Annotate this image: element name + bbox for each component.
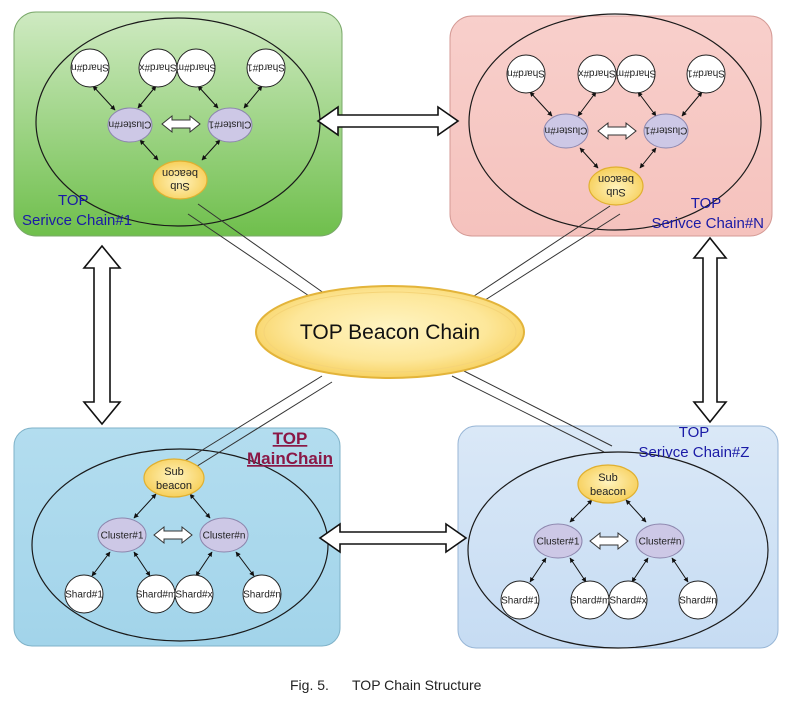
shard-node bbox=[686, 54, 726, 94]
sub-beacon-node bbox=[577, 464, 639, 504]
cluster-label: Cluster#1 bbox=[537, 537, 580, 548]
cluster-link-arrow bbox=[597, 121, 637, 141]
service-chain-z-network: Sub beacon Cluster#1 Cluster#n Shard#1 S… bbox=[500, 464, 718, 620]
shard-node bbox=[174, 574, 214, 614]
cluster-label: Cluster#1 bbox=[101, 531, 144, 542]
beacon-chain-inner-ring bbox=[263, 291, 517, 373]
shard-label: Shard#n bbox=[243, 590, 281, 601]
cluster-link-arrow bbox=[161, 114, 201, 134]
cluster-node bbox=[199, 517, 249, 553]
main-chain-boundary bbox=[31, 448, 329, 642]
sub-beacon-label-2: beacon bbox=[156, 480, 192, 492]
service-chain-z-title: Serivce Chain#Z bbox=[639, 444, 750, 461]
cluster-label: Cluster#n bbox=[545, 125, 588, 136]
shard-node bbox=[678, 580, 718, 620]
service-chain-z-title-top: TOP bbox=[679, 424, 710, 441]
beacon-chain-label: TOP Beacon Chain bbox=[300, 321, 480, 344]
main-chain-network: Sub beacon Cluster#1 Cluster#n Shard#1 S… bbox=[64, 458, 282, 614]
cluster-node bbox=[107, 107, 153, 143]
main-chain-title: MainChain bbox=[247, 449, 333, 468]
shard-label: Shard#m bbox=[570, 596, 611, 607]
left-vertical-double-arrow bbox=[82, 244, 122, 426]
cluster-label: Cluster#n bbox=[203, 531, 246, 542]
sub-beacon-node bbox=[588, 166, 644, 206]
shard-label: Shard#1 bbox=[501, 596, 539, 607]
service-chain-z-boundary bbox=[467, 451, 769, 649]
sub-beacon-node bbox=[143, 458, 205, 498]
service-chain-1-network: Shard#n Shard#x Shard#m Shard#1 Cluster#… bbox=[70, 48, 286, 200]
shard-label: Shard#x bbox=[609, 596, 646, 607]
service-chain-1-title: Serivce Chain#1 bbox=[22, 212, 132, 229]
cluster-label: Cluster#n bbox=[109, 119, 152, 130]
shard-label: Shard#1 bbox=[65, 590, 103, 601]
cluster-link-arrow bbox=[153, 525, 193, 545]
sub-beacon-node bbox=[152, 160, 208, 200]
shard-node bbox=[70, 48, 110, 88]
sub-beacon-label-1: Sub bbox=[606, 186, 626, 198]
service-chain-n-boundary bbox=[468, 13, 762, 231]
shard-label: Shard#x bbox=[578, 68, 615, 79]
shard-node bbox=[616, 54, 656, 94]
shard-label: Shard#1 bbox=[247, 62, 285, 73]
shard-label: Shard#x bbox=[139, 62, 176, 73]
shard-node bbox=[608, 580, 648, 620]
shard-label: Shard#n bbox=[71, 62, 109, 73]
figure-caption: TOP Chain Structure bbox=[352, 677, 482, 693]
sub-beacon-label-1: Sub bbox=[164, 466, 184, 478]
shard-node bbox=[176, 48, 216, 88]
sub-beacon-label-2: beacon bbox=[590, 486, 626, 498]
service-chain-n-title-top: TOP bbox=[691, 195, 722, 212]
service-chain-n-title: Serivce Chain#N bbox=[651, 215, 764, 232]
cluster-node bbox=[97, 517, 147, 553]
cluster-link-arrow bbox=[589, 531, 629, 551]
cluster-node bbox=[543, 113, 589, 149]
cluster-node bbox=[533, 523, 583, 559]
shard-label: Shard#1 bbox=[687, 68, 725, 79]
shard-label: Shard#n bbox=[679, 596, 717, 607]
shard-node bbox=[506, 54, 546, 94]
sub-beacon-label-1: Sub bbox=[598, 472, 618, 484]
cluster-label: Cluster#1 bbox=[208, 119, 251, 130]
top-horizontal-double-arrow bbox=[316, 105, 460, 137]
shard-node bbox=[64, 574, 104, 614]
cluster-node bbox=[643, 113, 689, 149]
cluster-node bbox=[635, 523, 685, 559]
figure-number: Fig. 5. bbox=[290, 677, 329, 693]
shard-label: Shard#m bbox=[176, 62, 217, 73]
shard-label: Shard#x bbox=[175, 590, 212, 601]
right-vertical-double-arrow bbox=[692, 236, 728, 424]
cluster-node bbox=[207, 107, 253, 143]
shard-node bbox=[577, 54, 617, 94]
sub-beacon-label-2: beacon bbox=[162, 167, 198, 179]
shard-node bbox=[500, 580, 540, 620]
shard-label: Shard#m bbox=[136, 590, 177, 601]
cluster-label: Cluster#n bbox=[639, 537, 682, 548]
service-chain-1-title-top: TOP bbox=[58, 192, 89, 209]
service-chain-n-network: Shard#n Shard#x Shard#m Shard#1 Cluster#… bbox=[506, 54, 726, 206]
bottom-horizontal-double-arrow bbox=[318, 522, 468, 554]
shard-label: Shard#m bbox=[616, 68, 657, 79]
beacon-chain-node bbox=[255, 285, 525, 379]
sub-beacon-label-1: Sub bbox=[170, 180, 190, 192]
shard-label: Shard#n bbox=[507, 68, 545, 79]
sub-beacon-label-2: beacon bbox=[598, 173, 634, 185]
main-chain-title-top: TOP bbox=[273, 429, 308, 448]
beacon-links bbox=[169, 203, 621, 479]
shard-node bbox=[242, 574, 282, 614]
shard-node bbox=[246, 48, 286, 88]
cluster-label: Cluster#1 bbox=[644, 125, 687, 136]
